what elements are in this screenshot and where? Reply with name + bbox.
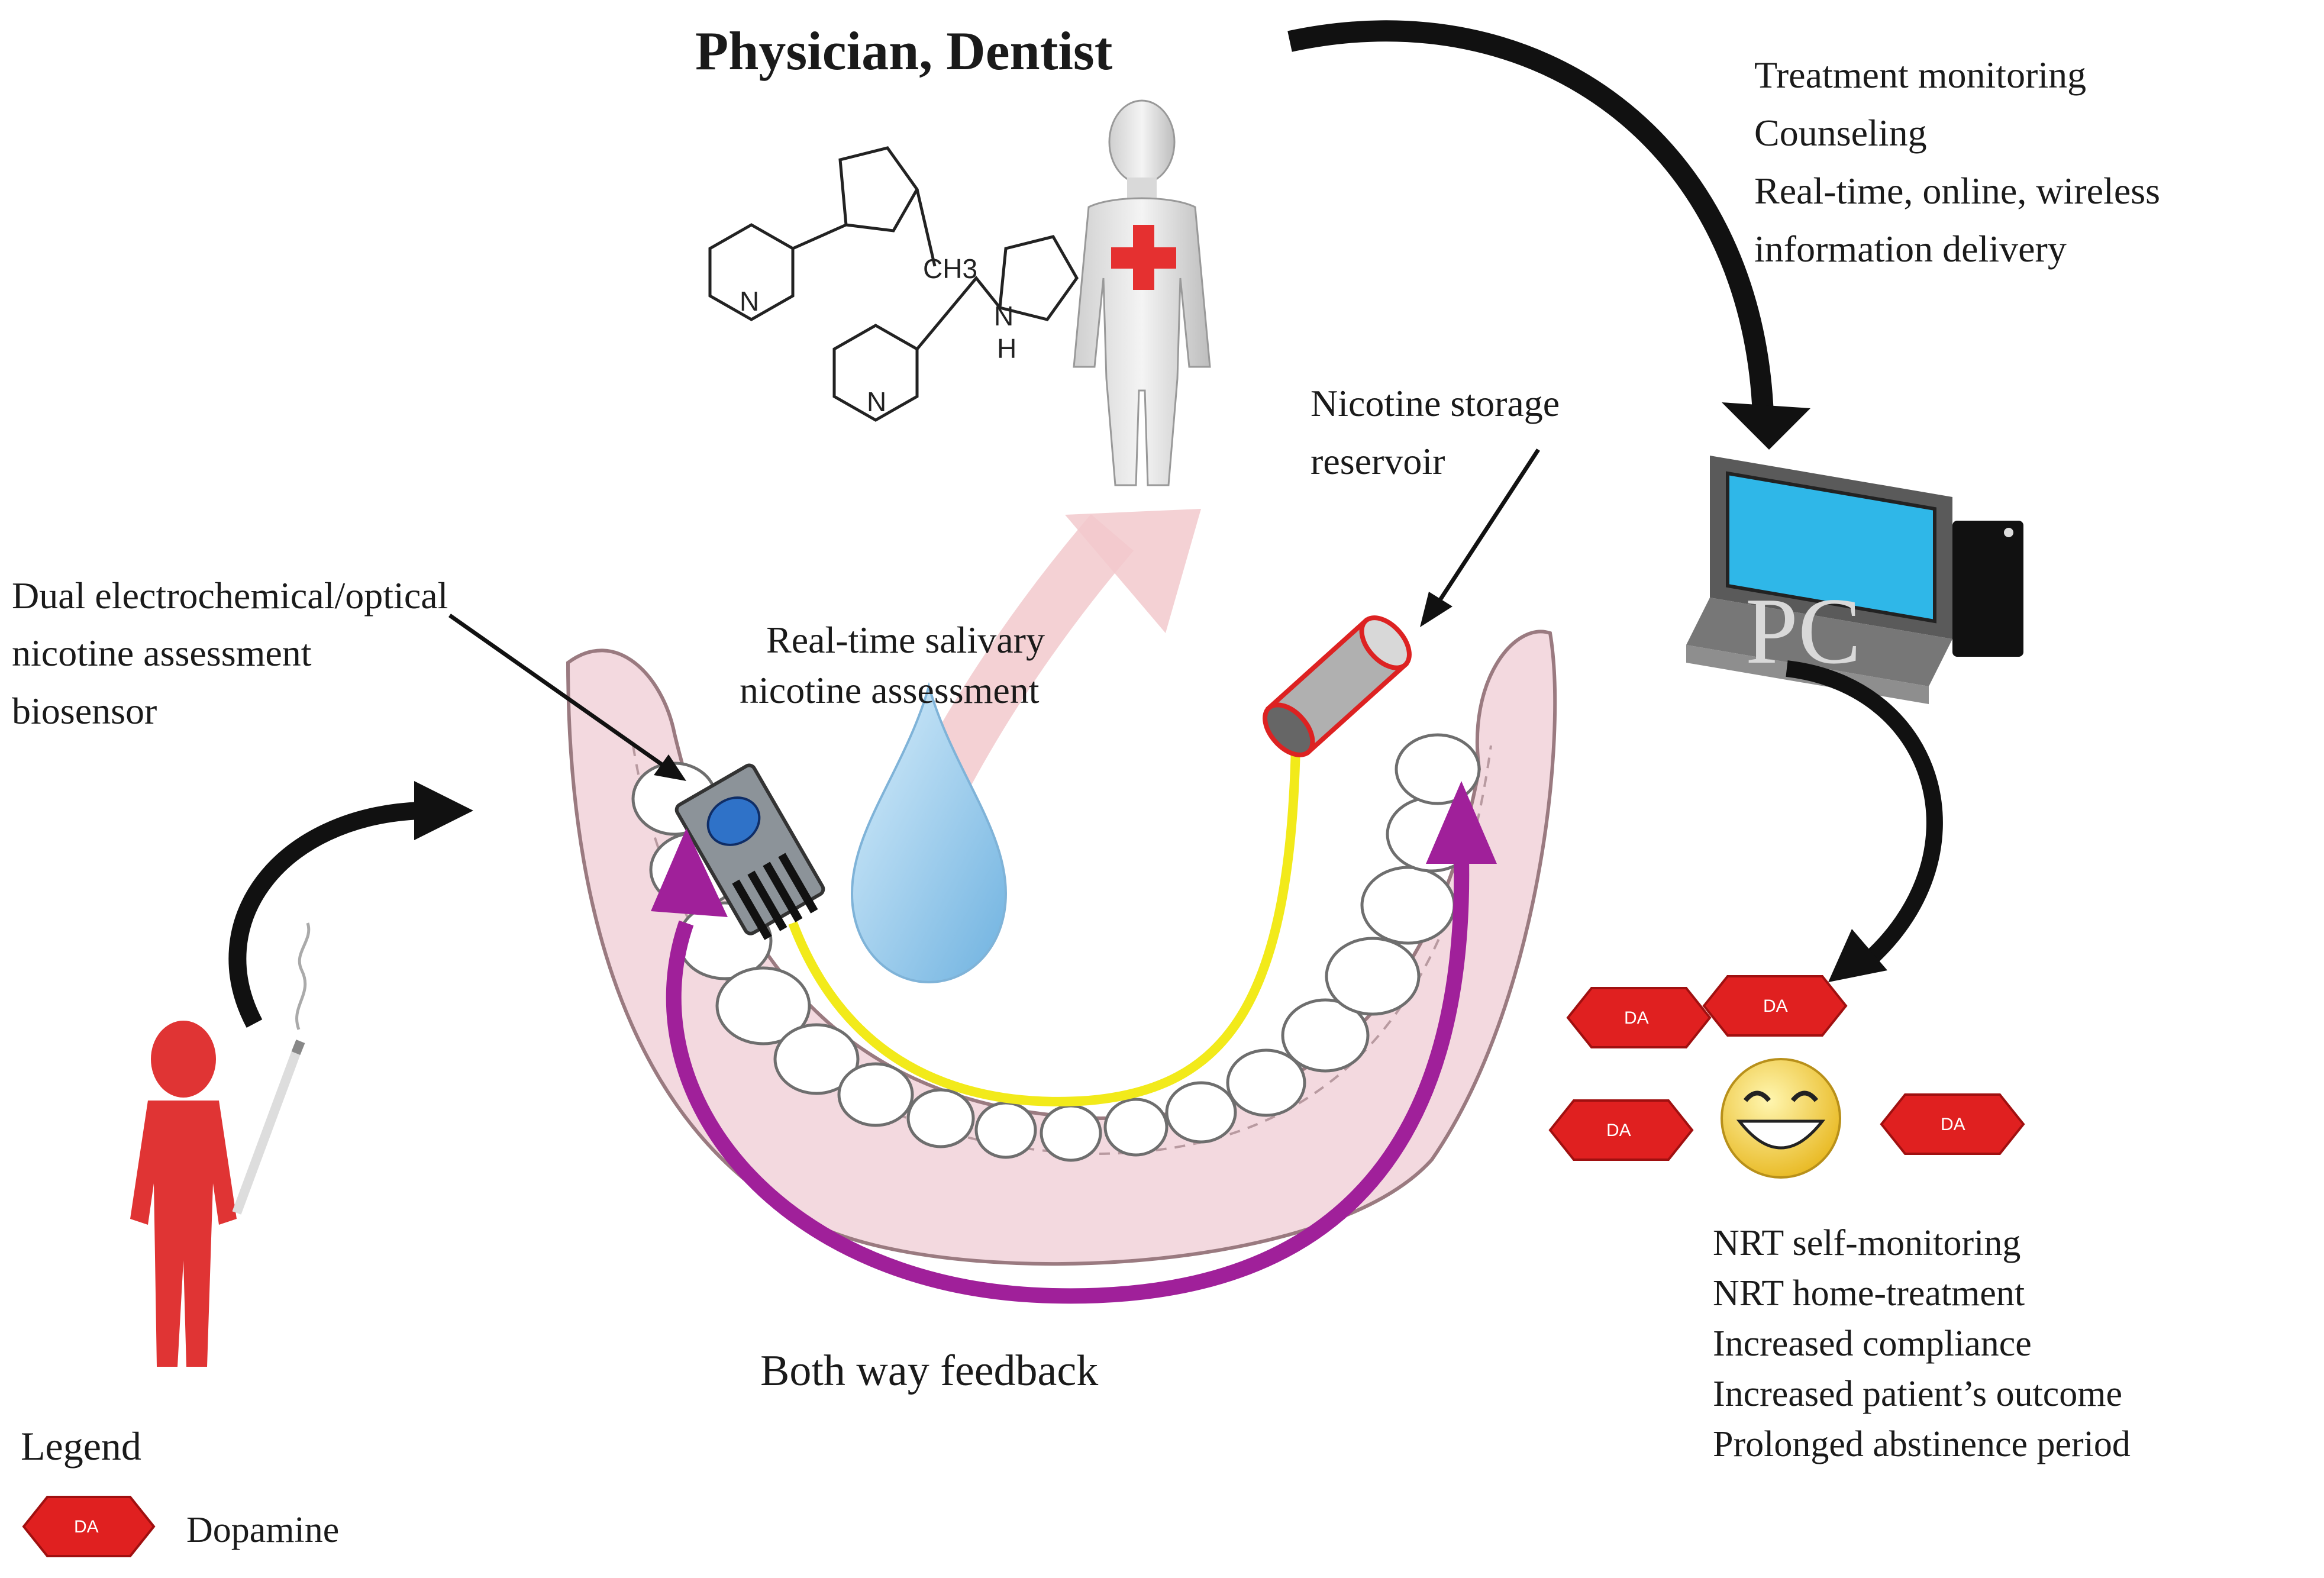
outcome-item: Prolonged abstinence period [1713,1424,2131,1464]
legend-dopamine-symbol: DA [22,1496,156,1557]
svg-text:DA: DA [1624,1008,1649,1028]
biosensor-chip [674,763,825,940]
svg-text:DA: DA [1763,996,1788,1016]
chem-atom-n2: N [867,386,886,417]
feedback-label: Both way feedback [760,1347,1099,1395]
dopamine-hexagon-4: DA [1880,1093,2025,1155]
dopamine-hexagon-1: DA [1566,987,1712,1048]
smartphone-icon [1952,521,2023,657]
chem-atom-labels: N N CH3 N H [740,253,1016,417]
pc-to-outcomes-arrow [1786,660,1943,982]
saliva-label-line2: nicotine assessment [740,669,1040,711]
biosensor-label-line2: nicotine assessment [12,632,312,674]
biosensor-pointer-arrow [448,614,686,781]
saliva-drop [850,682,1008,984]
reservoir-label-line1: Nicotine storage [1311,382,1560,424]
both-way-feedback-arrow [651,781,1497,1304]
outcome-item: NRT self-monitoring [1713,1223,2021,1263]
dopamine-hexagon-3: DA [1548,1099,1694,1161]
service-item: Treatment monitoring [1754,54,2087,96]
service-item: Real-time, online, wireless [1754,170,2161,212]
svg-text:DA: DA [1606,1121,1631,1140]
chem-atom-h: H [997,333,1016,364]
physician-title: Physician, Dentist [695,21,1113,81]
nicotine-reservoir-cylinder [1263,615,1412,757]
outcome-item: Increased patient’s outcome [1713,1374,2123,1414]
reservoir-pointer-arrow [1420,448,1540,627]
dopamine-hexagon-2: DA [1702,975,1848,1037]
smiley-face-icon [1721,1058,1841,1179]
pc-laptop-icon: PC [1686,456,1952,704]
chem-atom-n3: N [994,301,1013,331]
svg-text:DA: DA [1941,1115,1965,1134]
reservoir-label-line2: reservoir [1311,440,1445,482]
biosensor-label-line3: biosensor [12,690,157,732]
svg-text:DA: DA [74,1517,99,1537]
physician-to-pc-arrow [1287,20,1810,450]
smoker-figure [130,922,311,1367]
chem-atom-ch3: CH3 [923,253,977,284]
outcome-item: Increased compliance [1713,1324,2032,1364]
saliva-label-line1: Real-time salivary [766,619,1045,661]
biosensor-label-line1: Dual electrochemical/optical [12,575,448,617]
sensor-wire [788,745,1300,1106]
physician-figure [1073,99,1211,486]
nicotine-chemical-structure [708,146,1079,422]
outcome-item: NRT home-treatment [1713,1273,2025,1314]
chem-atom-n1: N [740,286,759,317]
service-item: information delivery [1754,228,2067,270]
legend-dopamine-label: Dopamine [186,1510,340,1550]
smoker-to-jaw-arrow [228,781,473,1028]
legend-title: Legend [21,1424,141,1469]
service-item: Counseling [1754,112,1927,154]
